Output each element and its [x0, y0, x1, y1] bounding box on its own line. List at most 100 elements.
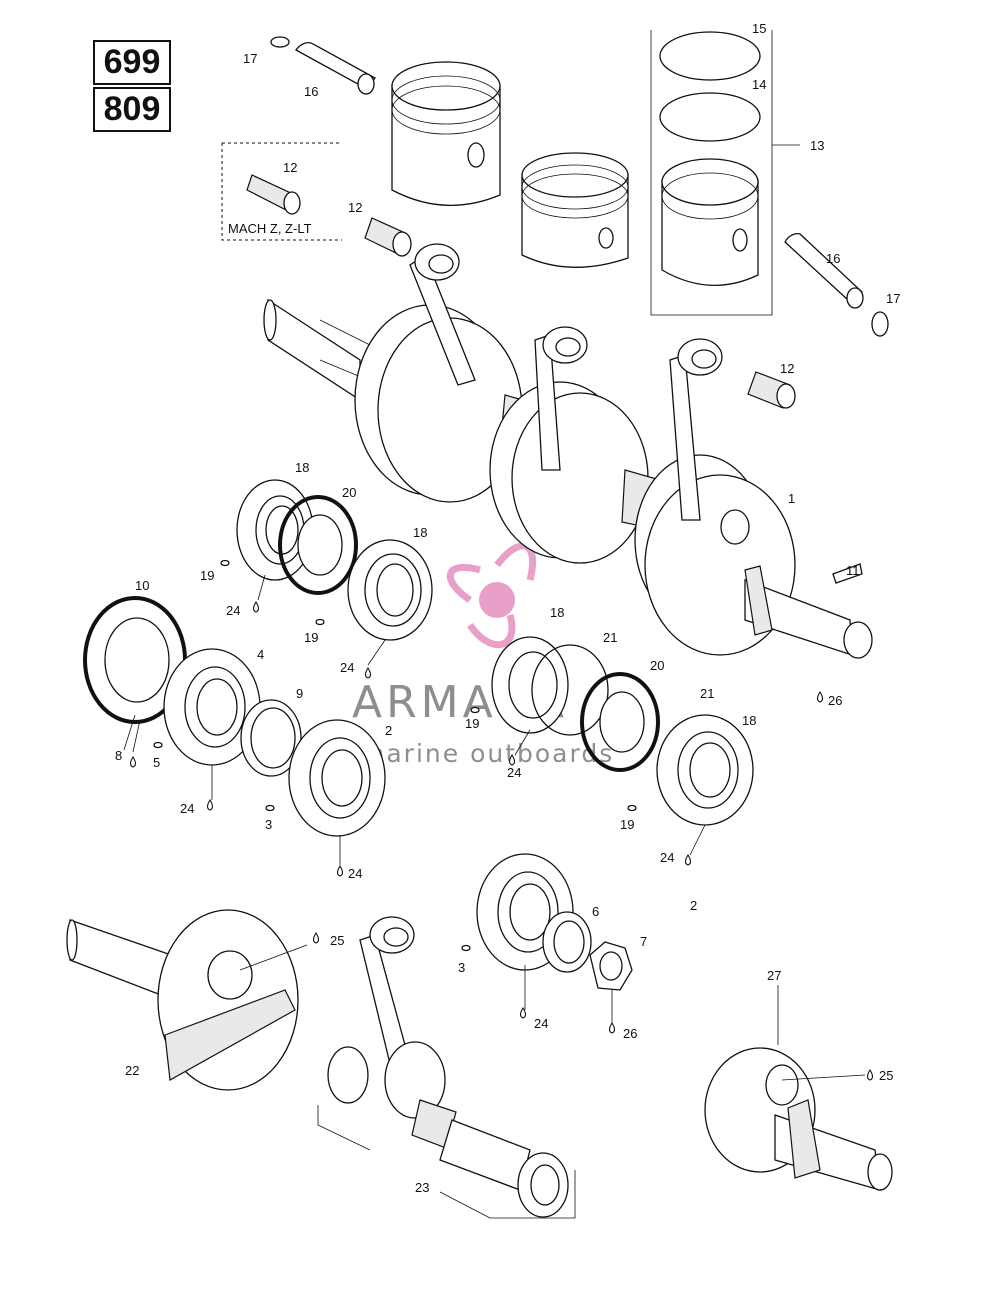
oil-drop-icon [684, 853, 692, 866]
callout-26: 26 [623, 1026, 637, 1041]
bearing-12-right [747, 371, 796, 409]
pin-19 [220, 559, 230, 567]
callout-24: 24 [226, 603, 240, 618]
model-code-699: 699 [93, 40, 171, 85]
oil-drop-icon [312, 931, 320, 944]
callout-16: 16 [826, 251, 840, 266]
oil-drop-icon [336, 864, 344, 877]
watermark-tagline: marine outboards [360, 739, 614, 768]
callout-22: 22 [125, 1063, 139, 1078]
callout-15: 15 [752, 21, 766, 36]
callout-24: 24 [340, 660, 354, 675]
dowel-pins [153, 559, 637, 952]
bearing-18-b [347, 539, 433, 641]
piston-ring-14-upper [659, 31, 761, 81]
crank-half-27 [704, 1047, 893, 1191]
callout-24: 24 [660, 850, 674, 865]
callout-12: 12 [283, 160, 297, 175]
oil-drop-icon [608, 1021, 616, 1034]
piston-middle [521, 152, 629, 268]
callout-17: 17 [886, 291, 900, 306]
pin-19 [315, 618, 325, 626]
callout-14: 14 [752, 77, 766, 92]
callout-23: 23 [415, 1180, 429, 1195]
seal-20-a [278, 495, 358, 595]
oil-drop-icon [816, 690, 824, 703]
bearing-12-mach-z [246, 174, 301, 215]
callout-2: 2 [385, 723, 392, 738]
callout-18: 18 [413, 525, 427, 540]
oil-drop-icon [252, 600, 260, 613]
oil-drop-icon [129, 755, 137, 768]
callout-2: 2 [690, 898, 697, 913]
oil-drop-icons [129, 600, 874, 1081]
pin-5 [153, 741, 163, 749]
piston-pin-16-right [784, 233, 864, 309]
callout-7: 7 [640, 934, 647, 949]
callout-24: 24 [348, 866, 362, 881]
dashed-box-mach-z [221, 142, 342, 241]
callout-16: 16 [304, 84, 318, 99]
ring-21-a [531, 644, 609, 736]
callout-18: 18 [742, 713, 756, 728]
callout-25: 25 [330, 933, 344, 948]
callout-21: 21 [700, 686, 714, 701]
oil-drop-icon [206, 798, 214, 811]
pin-3 [265, 804, 275, 812]
callout-6: 6 [592, 904, 599, 919]
crankshaft-assembly [263, 243, 873, 659]
model-code-809: 809 [93, 87, 171, 132]
callout-8: 8 [115, 748, 122, 763]
callout-1: 1 [788, 491, 795, 506]
callout-24: 24 [534, 1016, 548, 1031]
piston-left [391, 61, 501, 207]
key-11 [832, 563, 863, 584]
callout-10: 10 [135, 578, 149, 593]
pin-3 [461, 944, 471, 952]
callout-3: 3 [265, 817, 272, 832]
leader-lines [123, 574, 866, 1219]
callout-19: 19 [200, 568, 214, 583]
oil-drop-icon [364, 666, 372, 679]
oil-drop-icon [508, 753, 516, 766]
callout-labels: MACH Z, Z-LT 17 16 12 12 15 14 13 16 17 … [115, 21, 900, 1195]
ring-6 [542, 911, 592, 973]
callout-12: 12 [348, 200, 362, 215]
callout-19: 19 [304, 630, 318, 645]
circlip-17-right [871, 311, 889, 337]
bearing-18-c [491, 636, 569, 734]
callout-21: 21 [603, 630, 617, 645]
nut-7 [589, 941, 633, 991]
crank-half-22 [66, 909, 299, 1091]
callout-19: 19 [465, 716, 479, 731]
pin-19 [470, 706, 480, 714]
callout-19: 19 [620, 817, 634, 832]
callout-20: 20 [650, 658, 664, 673]
variant-note: MACH Z, Z-LT [228, 221, 312, 236]
callout-18: 18 [550, 605, 564, 620]
bearing-2 [288, 719, 386, 837]
piston-13 [661, 158, 759, 287]
seal-20-b [580, 672, 660, 772]
connecting-rod-23 [327, 916, 569, 1218]
callout-11: 11 [846, 563, 860, 578]
callout-25: 25 [879, 1068, 893, 1083]
callout-17: 17 [243, 51, 257, 66]
callout-5: 5 [153, 755, 160, 770]
piston-pin-16-left [295, 42, 376, 95]
piston-ring-14-lower [659, 92, 761, 142]
callout-9: 9 [296, 686, 303, 701]
callout-24: 24 [507, 765, 521, 780]
pin-19 [627, 804, 637, 812]
ring-set-box-13 [650, 30, 800, 316]
bearing-4 [163, 648, 261, 766]
circlip-17-left [270, 36, 290, 48]
callout-27: 27 [767, 968, 781, 983]
oil-drop-icon [519, 1006, 527, 1019]
bearing-18-d [656, 714, 754, 826]
callout-4: 4 [257, 647, 264, 662]
bearing-12-top [364, 217, 412, 257]
callout-3: 3 [458, 960, 465, 975]
callout-26: 26 [828, 693, 842, 708]
